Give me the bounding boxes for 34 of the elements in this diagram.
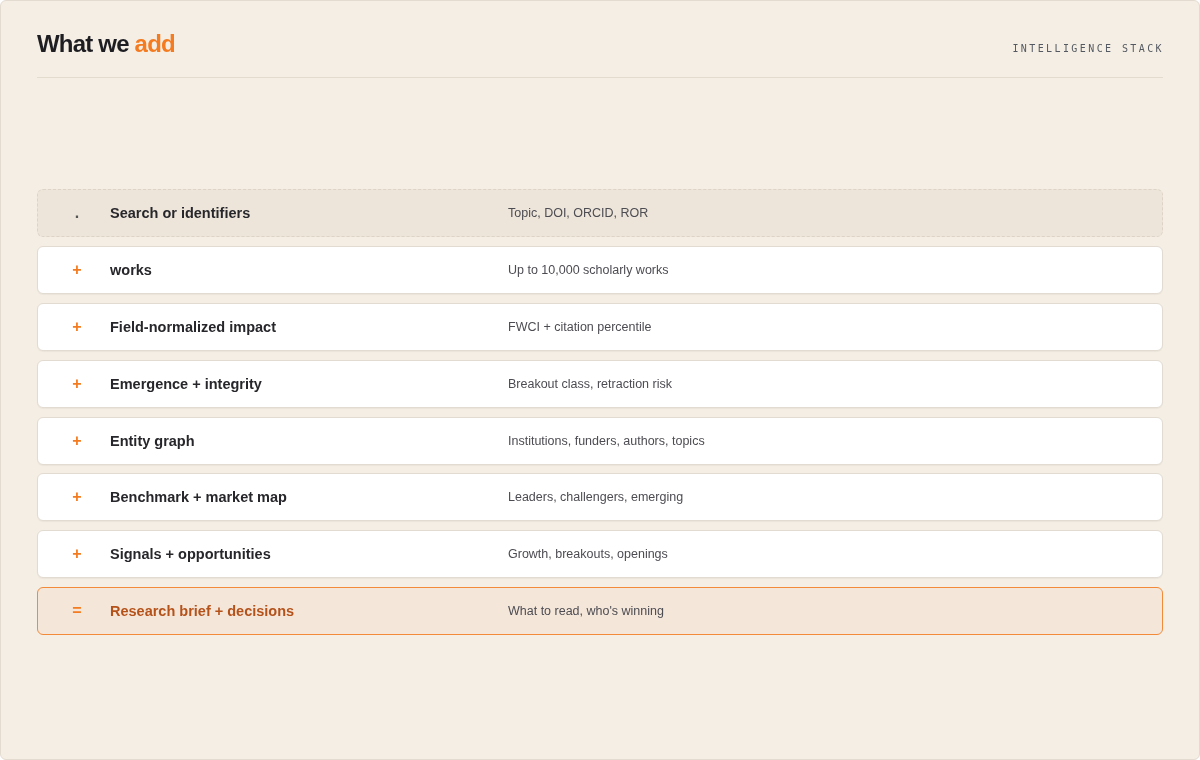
step-title: Entity graph (110, 432, 195, 451)
step-description: Leaders, challengers, emerging (508, 489, 684, 506)
step-description: Breakout class, retraction risk (508, 376, 672, 393)
step-symbol: = (71, 601, 83, 621)
page-title: What we add (37, 30, 175, 58)
step-symbol: + (71, 431, 83, 451)
step-description: Up to 10,000 scholarly works (508, 262, 669, 279)
section-label: INTELLIGENCE STACK (1012, 43, 1164, 54)
step-title: Emergence + integrity (110, 375, 262, 394)
step-title: Research brief + decisions (110, 602, 295, 621)
step-title: Benchmark + market map (110, 488, 287, 507)
stack-row (37, 246, 1163, 294)
step-description: Institutions, funders, authors, topics (508, 433, 705, 450)
step-symbol: + (71, 487, 83, 507)
step-title: Field-normalized impact (110, 318, 276, 337)
step-title: works (110, 261, 152, 280)
step-symbol: + (71, 317, 83, 337)
step-description: Topic, DOI, ORCID, ROR (508, 205, 649, 222)
stack-row (37, 360, 1163, 408)
step-description: Growth, breakouts, openings (508, 546, 668, 563)
stack-row (37, 417, 1163, 465)
stack-row (37, 303, 1163, 351)
step-symbol: + (71, 260, 83, 280)
step-title: Signals + opportunities (110, 545, 271, 564)
step-description: What to read, who's winning (508, 603, 664, 620)
step-title: Search or identifiers (110, 204, 251, 223)
step-symbol: . (73, 203, 81, 223)
step-symbol: + (71, 544, 83, 564)
step-symbol: + (71, 374, 83, 394)
stack-row (37, 530, 1163, 578)
result-row (37, 587, 1163, 635)
stack-row (37, 473, 1163, 521)
input-row (37, 189, 1163, 237)
step-description: FWCI + citation percentile (508, 319, 652, 336)
